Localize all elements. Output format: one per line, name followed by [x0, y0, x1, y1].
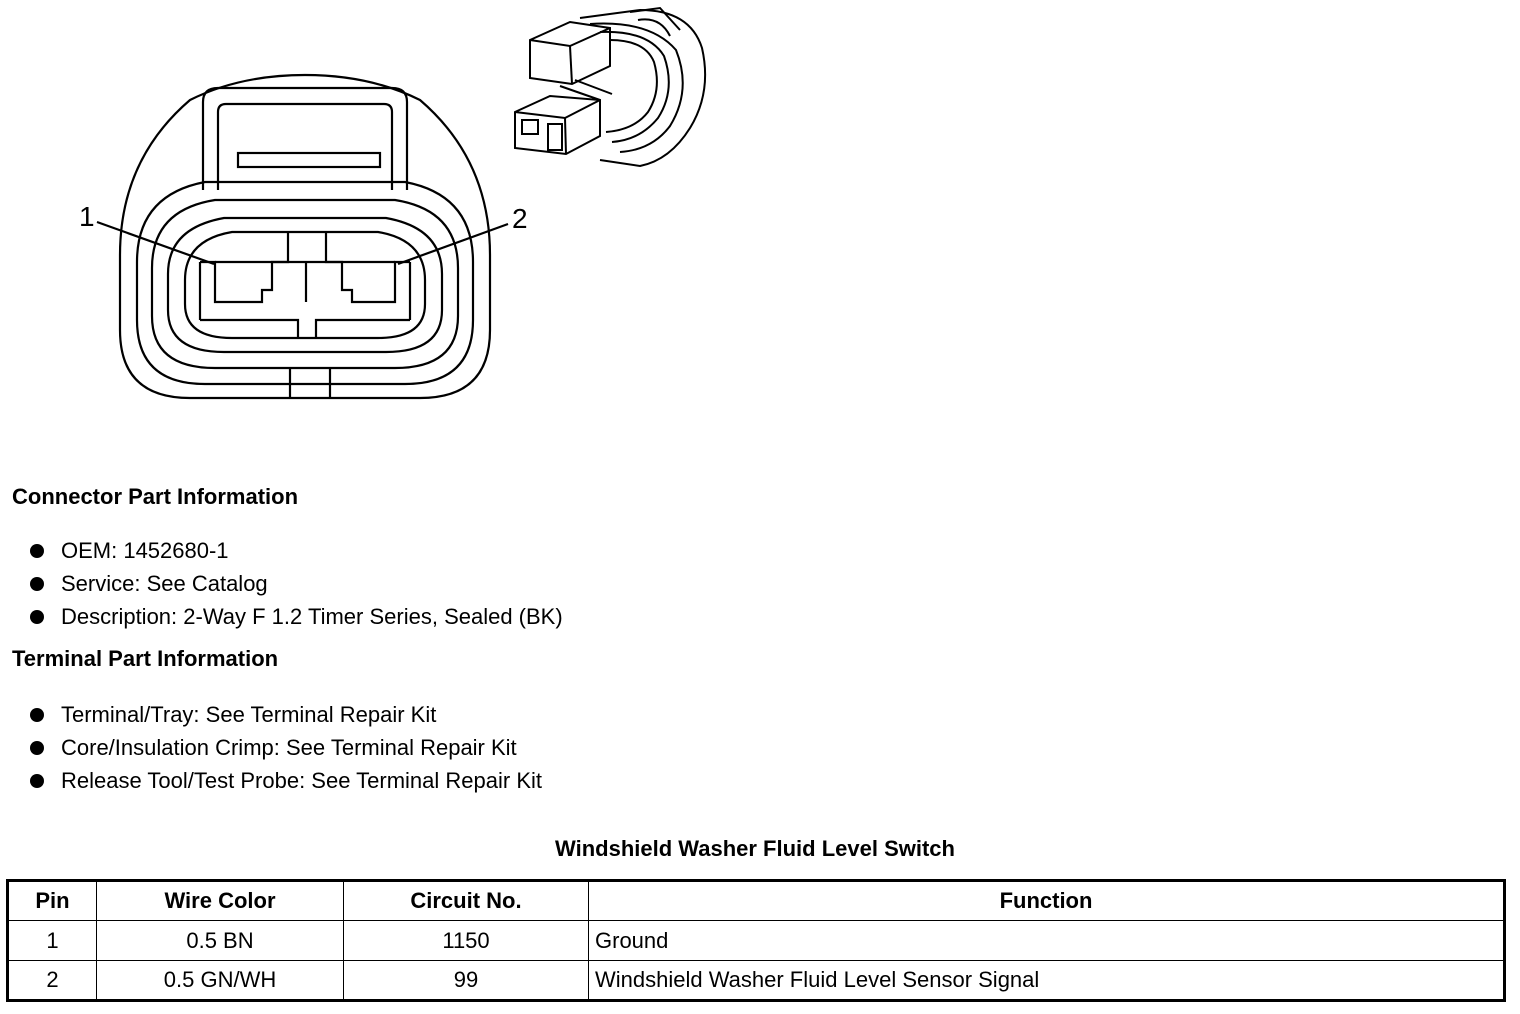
header-function: Function: [588, 880, 1505, 921]
header-wire-color: Wire Color: [96, 880, 344, 921]
pin-table: Pin Wire Color Circuit No. Function 1 0.…: [6, 879, 1506, 1002]
cell-function: Windshield Washer Fluid Level Sensor Sig…: [588, 960, 1505, 1001]
pin-1-label: 1: [79, 201, 95, 232]
list-item: Service: See Catalog: [28, 567, 563, 600]
connector-diagram: 1 2: [0, 0, 760, 430]
connector-face-drawing: [96, 6, 707, 400]
terminal-info-heading: Terminal Part Information: [12, 646, 279, 671]
cell-circuit-no: 1150: [343, 920, 589, 961]
pin-2-label: 2: [512, 203, 528, 234]
connector-info-heading: Connector Part Information: [12, 484, 299, 509]
cell-pin: 1: [7, 920, 97, 961]
bullet-icon: [30, 774, 44, 788]
table-header-row: Pin Wire Color Circuit No. Function: [7, 880, 1505, 921]
bullet-icon: [30, 544, 44, 558]
bullet-icon: [30, 708, 44, 722]
cell-wire-color: 0.5 GN/WH: [96, 960, 344, 1001]
cell-wire-color: 0.5 BN: [96, 920, 344, 961]
table-row: 1 0.5 BN 1150 Ground: [7, 920, 1505, 961]
bullet-icon: [30, 610, 44, 624]
header-pin: Pin: [7, 880, 97, 921]
table-row: 2 0.5 GN/WH 99 Windshield Washer Fluid L…: [7, 960, 1505, 1001]
list-item: Terminal/Tray: See Terminal Repair Kit: [28, 698, 542, 731]
connector-3d-view: [514, 6, 707, 168]
pin-table-title: Windshield Washer Fluid Level Switch: [555, 836, 955, 861]
list-item: OEM: 1452680-1: [28, 534, 563, 567]
bullet-icon: [30, 577, 44, 591]
cell-circuit-no: 99: [343, 960, 589, 1001]
bullet-icon: [30, 741, 44, 755]
list-item: Release Tool/Test Probe: See Terminal Re…: [28, 764, 542, 797]
connector-info-list: OEM: 1452680-1 Service: See Catalog Desc…: [28, 534, 563, 633]
header-circuit-no: Circuit No.: [343, 880, 589, 921]
cell-pin: 2: [7, 960, 97, 1001]
cell-function: Ground: [588, 920, 1505, 961]
list-item: Description: 2-Way F 1.2 Timer Series, S…: [28, 600, 563, 633]
list-item: Core/Insulation Crimp: See Terminal Repa…: [28, 731, 542, 764]
terminal-info-list: Terminal/Tray: See Terminal Repair Kit C…: [28, 698, 542, 797]
